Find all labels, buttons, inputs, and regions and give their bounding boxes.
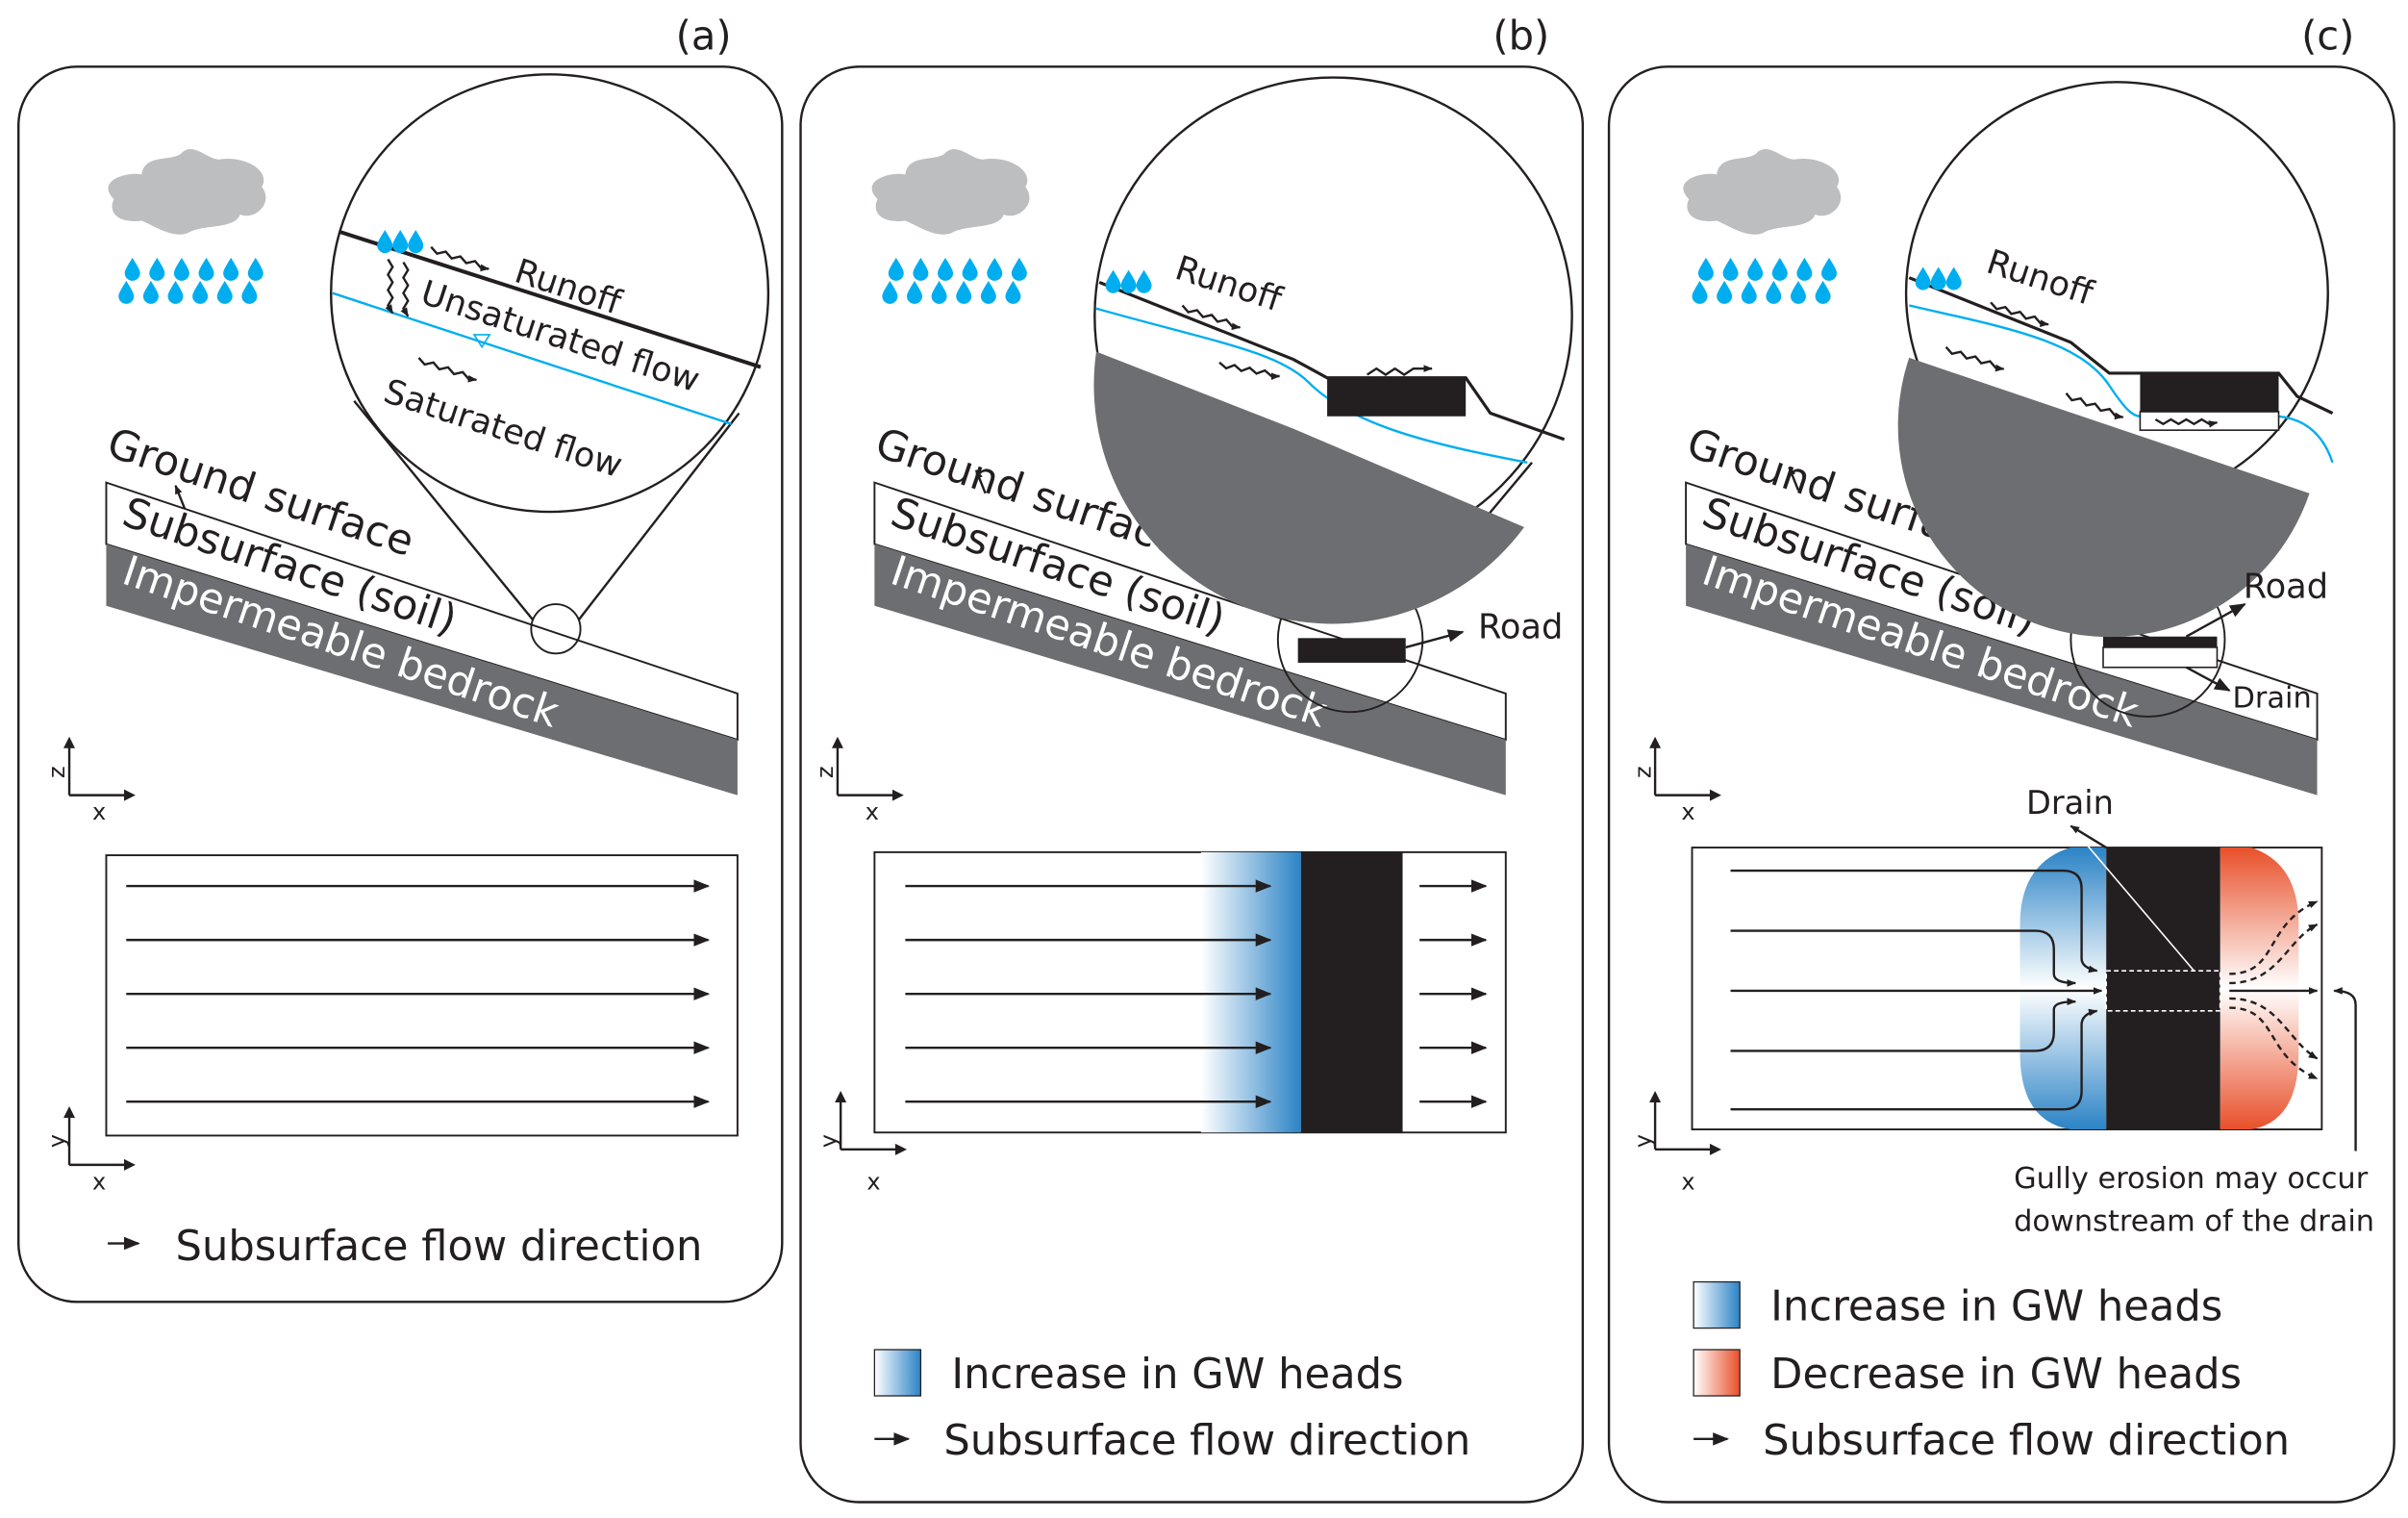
svg-text:x: x	[865, 798, 879, 825]
road	[1297, 638, 1406, 663]
panel-a: (a) Ground surface Subsurface (soil) Imp…	[17, 13, 784, 1303]
svg-text:z: z	[1629, 766, 1656, 778]
svg-text:x: x	[92, 798, 106, 825]
legend-increase: Increase in GW heads	[951, 1351, 1403, 1399]
road-label: Road	[2244, 568, 2328, 607]
panel-label: (c)	[2301, 13, 2354, 60]
gw-increase-zone	[1200, 851, 1301, 1133]
svg-text:z: z	[43, 766, 70, 778]
svg-text:y: y	[43, 1134, 70, 1148]
drain-plan	[2105, 970, 2221, 1012]
rain-icon	[1693, 258, 1837, 304]
axes-xz: z x	[812, 736, 904, 825]
flow-arrows	[1730, 869, 2319, 1111]
red-gradient-swatch	[1693, 1349, 1741, 1397]
axes-xy: y x	[43, 1106, 136, 1195]
blue-gradient-swatch	[873, 1349, 922, 1397]
cloud-icon	[871, 149, 1030, 235]
panel-frame	[799, 65, 1585, 1504]
svg-text:x: x	[1681, 1168, 1694, 1195]
panel-b: (b) Ground surface Subsurface (soil) Imp…	[799, 13, 1585, 1504]
blue-gradient-swatch	[1693, 1280, 1741, 1329]
road-plan	[2106, 848, 2220, 1130]
drain-label: Drain	[2232, 681, 2311, 715]
magnified-view	[330, 73, 770, 514]
legend-flow-direction: Subsurface flow direction	[943, 1417, 1470, 1465]
plan-view	[105, 854, 739, 1137]
flow-arrows	[905, 879, 1488, 1108]
panel-label: (b)	[1492, 13, 1549, 60]
legend-increase: Increase in GW heads	[1770, 1283, 2222, 1331]
axes-xz: z x	[43, 736, 136, 825]
gully-note-line2: downstream of the drain	[2014, 1205, 2374, 1239]
gw-increase-zone	[2019, 848, 2107, 1130]
rain-icon	[882, 258, 1026, 304]
panel-frame	[17, 65, 784, 1303]
svg-text:y: y	[1629, 1134, 1656, 1148]
legend-flow-direction: Subsurface flow direction	[1763, 1417, 2290, 1465]
axes-xy: y x	[1629, 1091, 1721, 1195]
rain-icon	[118, 258, 263, 304]
legend-decrease: Decrease in GW heads	[1770, 1351, 2242, 1399]
panel-label: (a)	[676, 13, 732, 60]
legend-flow-direction: Subsurface flow direction	[176, 1223, 703, 1271]
svg-text:z: z	[812, 766, 839, 778]
plan-view	[873, 850, 1507, 1134]
plan-drain-label: Drain	[2026, 784, 2114, 822]
svg-text:x: x	[92, 1168, 106, 1195]
road-plan	[1300, 851, 1403, 1133]
magnifier-small	[530, 603, 582, 655]
panel-frame	[1607, 65, 2395, 1504]
axes-xy: y x	[815, 1091, 908, 1195]
cloud-icon	[108, 149, 266, 235]
svg-text:x: x	[866, 1168, 880, 1195]
gully-note-line1: Gully erosion may occur	[2014, 1162, 2369, 1196]
gw-decrease-zone	[2220, 848, 2299, 1130]
panel-c: (c) Ground surface Subsurface (soil) Imp…	[1607, 13, 2395, 1504]
flow-arrows	[126, 879, 711, 1108]
svg-text:y: y	[815, 1134, 841, 1148]
svg-text:x: x	[1681, 798, 1694, 825]
cloud-icon	[1683, 149, 1842, 235]
road-label: Road	[1478, 607, 1563, 646]
axes-xz: z x	[1629, 736, 1721, 825]
